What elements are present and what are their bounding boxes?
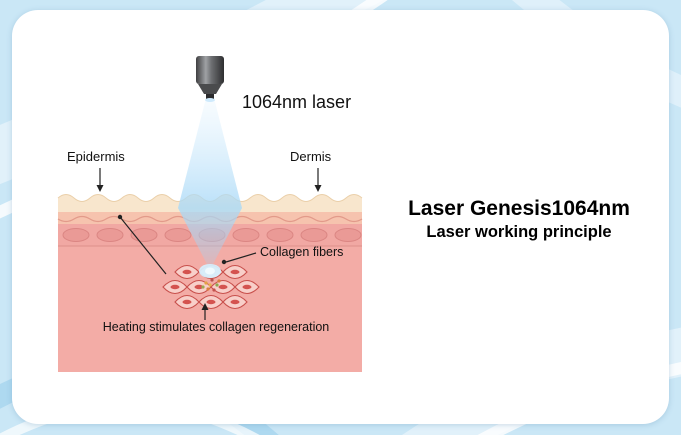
title-block: Laser Genesis1064nm Laser working princi… [388,196,650,243]
dermis-pointer-arrow [314,168,322,192]
dermis-label: Dermis [290,149,332,164]
collagen-fibers-label: Collagen fibers [260,245,344,259]
pointer-annotations [96,168,322,320]
laser-skin-diagram [57,56,363,372]
epidermis-label: Epidermis [67,149,125,164]
dermis-cell-row [62,228,362,242]
heated-particles [201,278,221,292]
collagen-pointer-line [221,252,257,265]
epidermis-to-collagen-line [117,214,167,275]
collagen-cell-cluster [162,264,260,310]
heating-pointer-arrow [201,303,209,320]
laser-device [196,56,224,102]
laser-wavelength-label: 1064nm laser [242,92,352,112]
page-title: Laser Genesis1064nm [408,197,630,220]
laser-beam [178,98,242,278]
page-subtitle: Laser working principle [426,223,612,242]
heating-caption: Heating stimulates collagen regeneration [102,320,330,334]
epidermis-pointer-arrow [96,168,104,192]
